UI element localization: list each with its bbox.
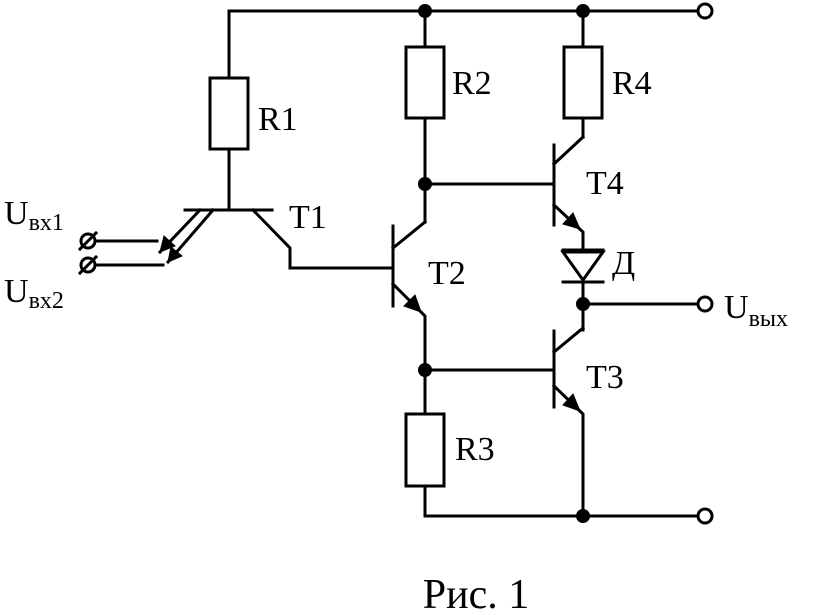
input-label-1: Uвх1: [4, 195, 64, 236]
transistor-t4: [551, 134, 586, 250]
output-label: Uвых: [724, 289, 788, 332]
transistor-t2: [390, 219, 428, 372]
output-terminal: [696, 295, 714, 313]
label-r3: R3: [455, 431, 495, 468]
input-label-2: Uвх2: [4, 273, 64, 314]
right-terminals: [696, 2, 714, 525]
input-terminal-1: [77, 230, 99, 252]
input-terminal-2: [77, 254, 99, 276]
resistor-r1: [208, 9, 250, 212]
junction-dot: [418, 363, 432, 377]
label-diode: Д: [612, 245, 635, 282]
label-t3: T3: [586, 359, 624, 396]
junction-dot: [576, 297, 590, 311]
label-t1: T1: [289, 199, 327, 236]
label-r4: R4: [612, 65, 652, 102]
junction-dot: [418, 4, 432, 18]
resistor-r2: [404, 9, 446, 224]
junction-dot: [576, 4, 590, 18]
label-r1: R1: [258, 101, 298, 138]
input-leads: [90, 239, 165, 267]
resistor-r3: [404, 368, 446, 518]
junction-dot: [576, 509, 590, 523]
transistor-t1: [157, 207, 292, 270]
label-r2: R2: [452, 65, 492, 102]
transistor-t3: [551, 325, 586, 518]
junction-dot: [418, 177, 432, 191]
label-t2: T2: [428, 255, 466, 292]
figure-caption: Рис. 1: [423, 572, 529, 615]
ground-terminal: [696, 507, 714, 525]
junction-dots: [418, 4, 590, 523]
resistor-r4: [562, 9, 604, 139]
label-t4: T4: [586, 165, 624, 202]
supply-terminal: [696, 2, 714, 20]
diode-d: [560, 248, 606, 332]
